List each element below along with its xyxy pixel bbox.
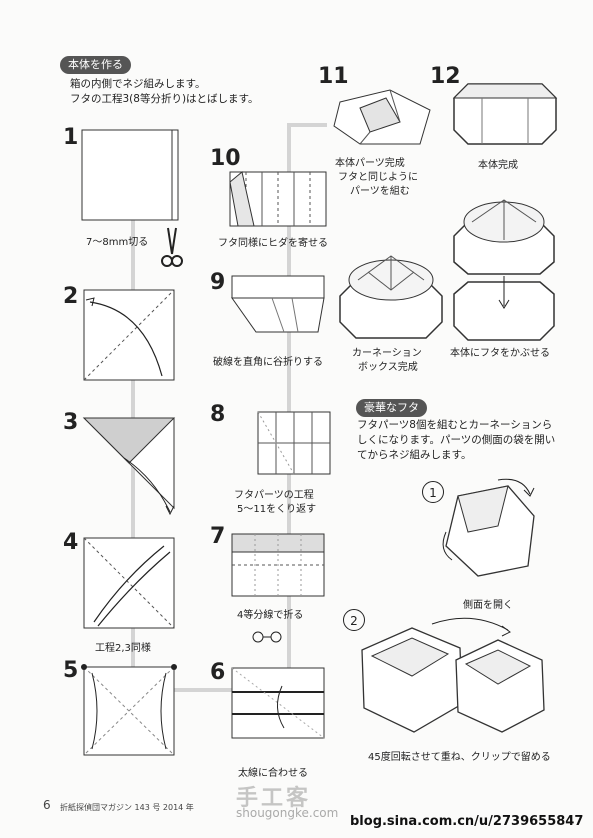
blog-url: blog.sina.com.cn/u/2739655847 xyxy=(350,814,584,829)
step-12-diagram xyxy=(452,83,558,145)
step-6-number: 6 xyxy=(210,660,226,685)
step-3-diagram xyxy=(82,417,176,516)
step-1-number: 1 xyxy=(63,125,79,150)
step-11-number: 11 xyxy=(318,64,349,89)
page-number: 6 xyxy=(43,798,51,812)
step-7-caption: 4等分線で折る xyxy=(237,610,304,621)
watermark-logo-text: 手工客 xyxy=(236,786,312,811)
step-7-number: 7 xyxy=(210,524,226,549)
intro-line-2: フタの工程3(8等分折り)はとばします。 xyxy=(70,93,259,105)
step-11-diagram xyxy=(333,89,431,145)
step-9-caption: 破線を直角に谷折りする xyxy=(213,357,323,368)
flow-connector-bottom xyxy=(133,688,291,692)
section2-desc-2: しくになります。パーツの側面の袋を開い xyxy=(357,434,556,446)
step-7-diagram xyxy=(231,533,325,597)
section2-desc-1: フタパーツ8個を組むとカーネーションら xyxy=(357,419,553,431)
step-12-caption: 本体完成 xyxy=(478,160,518,171)
section2-step-2-badge: 2 xyxy=(343,609,365,631)
intro-line-1: 箱の内側でネジ組みします。 xyxy=(70,78,206,90)
section2-step-2-diagram xyxy=(361,617,545,733)
step-8-number: 8 xyxy=(210,402,226,427)
step-11-caption-2: フタと同じように xyxy=(338,172,418,183)
step-10-caption: フタ同様にヒダを寄せる xyxy=(218,238,328,249)
step-6-caption: 太線に合わせる xyxy=(238,768,308,779)
watermark-site: shougongke.com xyxy=(236,806,339,820)
step-2-number: 2 xyxy=(63,284,79,309)
step-6-diagram xyxy=(231,667,325,739)
step-9-diagram xyxy=(231,275,325,333)
step-4-caption: 工程2,3同様 xyxy=(95,643,151,654)
section2-step-1-number: 1 xyxy=(429,486,437,500)
section2-step-2-caption: 45度回転させて重ね、クリップで留める xyxy=(368,752,551,763)
step-8-diagram xyxy=(257,411,331,475)
section2-step-1-badge: 1 xyxy=(422,481,444,503)
step-11-caption-1: 本体パーツ完成 xyxy=(335,158,405,169)
step-10-number: 10 xyxy=(210,146,241,171)
section-title-luxury-lid: 豪華なフタ xyxy=(356,399,427,417)
step-12-number: 12 xyxy=(430,64,461,89)
step-5-number: 5 xyxy=(63,658,79,683)
section2-step-1-diagram xyxy=(442,478,535,577)
carnation-caption-1: カーネーション xyxy=(352,348,422,359)
magazine-issue: 折紙探偵団マガジン 143 号 2014 年 xyxy=(60,803,194,812)
step-4-diagram xyxy=(83,537,175,629)
step-2-diagram xyxy=(83,289,175,381)
step-5-diagram xyxy=(81,664,177,756)
step-1-diagram xyxy=(81,129,179,221)
flow-connector-mid xyxy=(287,125,291,695)
carnation-caption-2: ボックス完成 xyxy=(358,362,418,373)
step-8-caption-2: 5～11をくり返す xyxy=(237,504,317,515)
section2-step-2-number: 2 xyxy=(350,614,358,628)
flow-connector-top xyxy=(287,123,327,127)
step-4-number: 4 xyxy=(63,530,79,555)
step-9-number: 9 xyxy=(210,270,226,295)
symbol-equal-divide-icon xyxy=(252,631,282,643)
section2-step-1-caption: 側面を開く xyxy=(463,600,513,611)
section-title-main-body: 本体を作る xyxy=(60,56,131,74)
scissors-icon xyxy=(161,227,183,267)
lid-on-body-diagram xyxy=(453,199,555,341)
step-1-caption: 7～8mm切る xyxy=(86,237,149,248)
step-3-number: 3 xyxy=(63,410,79,435)
flow-connector-left xyxy=(131,130,135,690)
carnation-box-diagram xyxy=(339,255,443,339)
lid-caption: 本体にフタをかぶせる xyxy=(450,348,550,359)
step-10-diagram xyxy=(229,171,327,227)
section2-desc-3: てからネジ組みします。 xyxy=(357,449,472,461)
step-8-caption-1: フタパーツの工程 xyxy=(234,490,314,501)
step-11-caption-3: パーツを組む xyxy=(350,186,410,197)
